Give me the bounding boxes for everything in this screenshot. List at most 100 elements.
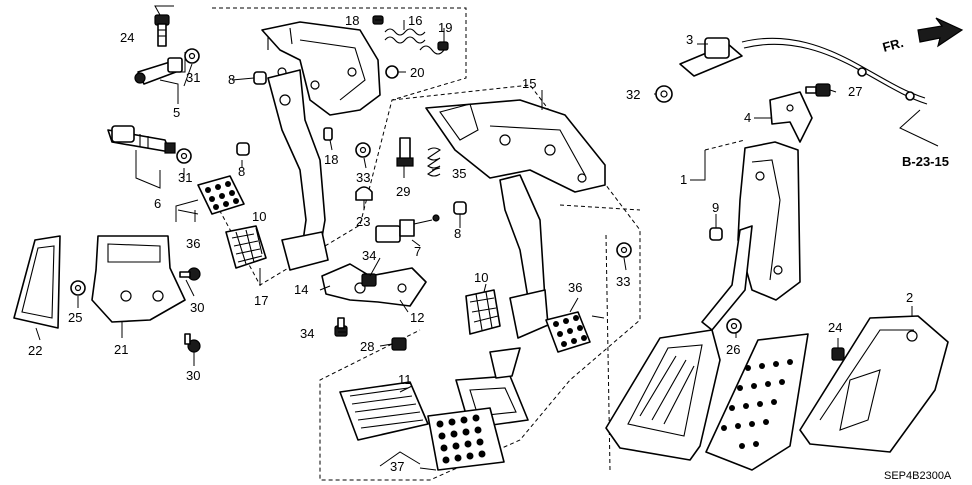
brake-pedal-bracket [261,21,381,116]
callout-17: 18 [324,152,338,167]
spring-35 [427,147,441,177]
callout-15: 16 [408,13,422,28]
callout-8: 8 [238,164,245,179]
callout-25: 26 [726,342,740,357]
bolt-8-b [236,142,250,156]
callout-6: 7 [414,244,421,259]
direction-label: FR. [881,35,905,55]
pedal-pad-11 [339,381,429,441]
pedal-cover-36-lower [545,311,605,353]
cable-3 [679,37,928,105]
reference-label: B-23-15 [902,154,949,169]
callout-11: 11 [398,372,412,387]
bolt-27 [391,337,407,351]
callout-36: 36 [186,236,200,251]
nut-32 [655,85,673,103]
callout-labels: 24 31 5 8 31 8 6 36 10 17 18 16 19 20 18… [28,13,952,482]
nut-31-b [176,148,192,164]
callout-21: 22 [28,343,42,358]
bolt-9 [709,227,723,241]
nut-33-b [616,242,632,258]
direction-arrow [917,17,964,48]
callout-26: 27 [848,84,862,99]
callout-14: 15 [522,76,536,91]
accelerator-pedal [605,329,721,461]
leader-lines [35,5,939,467]
switch-5 [134,57,183,85]
bolt-8-a [253,71,267,85]
callout-30: 30 [190,300,204,315]
nut-24 [70,280,86,296]
bolt-34-b [334,317,348,337]
callout-20: 21 [114,342,128,357]
callout-16: 17 [254,293,268,308]
callout-18: 19 [438,20,452,35]
callout-19: 20 [410,65,424,80]
callout-4: 4 [744,110,751,125]
callout-1: 1 [680,172,687,187]
bolt-34-a [361,273,377,287]
pedal-pad-10-lower [465,289,501,335]
callout-22: 23 [356,214,370,229]
footrest-2 [799,315,949,453]
callout-7: 6 [154,196,161,211]
callout-8: 8 [228,72,235,87]
callout-29: 29 [396,184,410,199]
switch-29 [396,137,414,167]
callout-24: 25 [68,310,82,325]
bracket-20 [91,235,186,323]
diagram-code: SEP4B2300A [884,470,952,482]
nut-31-a [184,48,200,64]
callout-28: 24 [120,30,134,45]
callout-10: 10 [474,270,488,285]
bolts-30 [179,267,201,353]
bolt-28 [154,14,170,47]
accelerator-pedal-arm [701,225,753,331]
pedal-pad-21 [13,235,61,329]
callout-5: 5 [173,105,180,120]
callout-33: 33 [356,170,370,185]
callout-3: 3 [686,32,693,47]
pedal-cover-37 [419,407,505,471]
accelerator-bracket-1 [737,141,801,301]
clips-18 [372,15,449,51]
callout-8: 8 [454,226,461,241]
callout-36: 36 [568,280,582,295]
brake-pedal-arm [267,69,329,271]
callout-18: 18 [345,13,359,28]
bolt-8-c [453,201,467,215]
switch-7 [107,125,176,154]
callout-12: 12 [410,310,424,325]
nut-25 [726,318,742,334]
callout-34: 34 [362,248,376,263]
nut-23 [831,347,845,361]
callout-33: 33 [616,274,630,289]
springs-15 [384,28,445,55]
callout-34: 34 [300,326,314,341]
callout-31: 31 [186,70,200,85]
bolt-26 [805,83,831,97]
callout-10: 10 [252,209,266,224]
pedal-cover-36-upper [177,175,245,215]
callout-23: 24 [828,320,842,335]
callout-30: 30 [186,368,200,383]
pedal-pad-10-upper [225,225,267,269]
callout-31: 31 [178,170,192,185]
callout-35: 35 [452,166,466,181]
callout-32: 32 [626,87,640,102]
clutch-pedal-bracket [425,99,606,193]
nut-33-a [355,142,371,158]
grommet-19 [385,65,399,79]
accelerator-cover [705,333,809,471]
callout-9: 9 [712,200,719,215]
switch-6 [375,214,440,243]
stopper-22 [355,186,373,201]
callout-2: 2 [906,290,913,305]
callout-27: 28 [360,339,374,354]
clutch-pedal-arm [499,174,549,339]
callout-37: 37 [390,459,404,474]
callout-13: 14 [294,282,308,297]
pin-17 [323,127,333,141]
bracket-4 [769,91,813,143]
